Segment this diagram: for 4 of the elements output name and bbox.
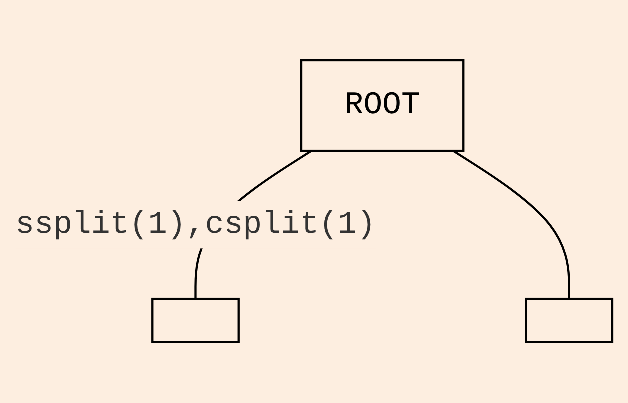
connector-line bbox=[452, 150, 570, 300]
tree-node-box bbox=[525, 298, 614, 344]
tree-node-box bbox=[152, 298, 240, 344]
tree-node-box: ROOT bbox=[300, 60, 465, 152]
